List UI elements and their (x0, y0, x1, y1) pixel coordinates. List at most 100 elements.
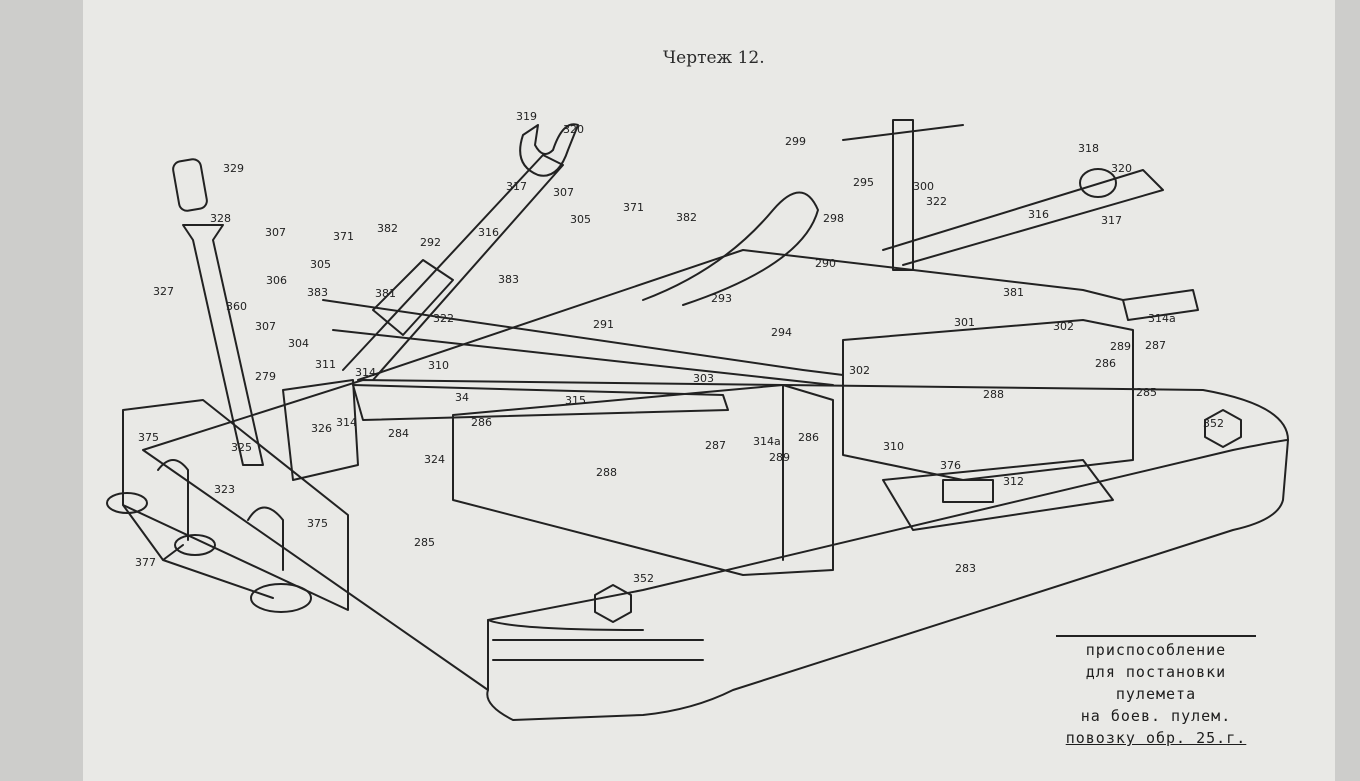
callout-label: 317 (1101, 214, 1122, 227)
callout-label: 318 (1078, 142, 1099, 155)
side-frame-323 (122, 399, 349, 611)
nut-352-right (1204, 409, 1242, 448)
callout-label: 323 (214, 483, 235, 496)
callout-label: 306 (266, 274, 287, 287)
arm-316-right (882, 169, 1164, 266)
callout-label: 307 (553, 186, 574, 199)
callout-label: 305 (570, 213, 591, 226)
callout-label: 312 (1003, 475, 1024, 488)
callout-label: 382 (676, 211, 697, 224)
base-plate-front-edge (487, 439, 1289, 691)
callout-label: 287 (705, 439, 726, 452)
callout-label: 383 (498, 273, 519, 286)
callout-label: 317 (506, 180, 527, 193)
callout-label: 292 (420, 236, 441, 249)
arm-316-left (342, 154, 564, 381)
callout-label: 286 (471, 416, 492, 429)
caption-line-3: пулемета (1115, 685, 1197, 703)
hook-319 (519, 123, 579, 177)
callout-label: 322 (926, 195, 947, 208)
callout-label: 286 (798, 431, 819, 444)
callout-label: 328 (210, 212, 231, 225)
callout-label: 284 (388, 427, 409, 440)
plate-312 (882, 459, 1114, 531)
callout-label: 320 (1111, 162, 1132, 175)
callout-label: 314 (355, 366, 376, 379)
callout-label: 303 (693, 372, 714, 385)
callout-label: 310 (428, 359, 449, 372)
callout-label: 371 (623, 201, 644, 214)
callout-label: 311 (315, 358, 336, 371)
callout-label: 375 (138, 431, 159, 444)
callout-label: 352 (1203, 417, 1224, 430)
callout-label: 304 (288, 337, 309, 350)
tube-314a (1122, 289, 1199, 321)
callout-label: 287 (1145, 339, 1166, 352)
callout-label: 327 (153, 285, 174, 298)
caption-line-2: для постановки (1085, 663, 1227, 681)
callout-label: 301 (954, 316, 975, 329)
drawing-title: Чертеж 12. (663, 48, 765, 68)
nut-377 (106, 492, 312, 613)
box-288-right (842, 319, 1134, 481)
callout-label: 288 (983, 388, 1004, 401)
callout-label: 314a (753, 435, 781, 448)
callout-label: 322 (433, 312, 454, 325)
callout-label: 293 (711, 292, 732, 305)
callout-label: 325 (231, 441, 252, 454)
callout-label: 289 (769, 451, 790, 464)
callout-label: 285 (1136, 386, 1157, 399)
knob-329 (172, 158, 208, 212)
callout-label: 326 (311, 422, 332, 435)
callout-label: 283 (955, 562, 976, 575)
callout-label: 302 (1053, 320, 1074, 333)
rod-315 (352, 384, 729, 421)
arc-298 (642, 191, 819, 306)
callout-label: 288 (596, 466, 617, 479)
callout-label: 294 (771, 326, 792, 339)
callout-label: 316 (478, 226, 499, 239)
callout-label: 381 (375, 287, 396, 300)
callout-label: 299 (785, 135, 806, 148)
callout-label: 375 (307, 517, 328, 530)
callout-label: 302 (849, 364, 870, 377)
bracket-326 (282, 379, 359, 481)
nut-352 (594, 584, 632, 623)
callout-label: 360 (226, 300, 247, 313)
drawing-caption: приспособление для постановки пулемета н… (1056, 635, 1256, 749)
callout-label: 307 (265, 226, 286, 239)
callout-label: 298 (823, 212, 844, 225)
callout-label: 295 (853, 176, 874, 189)
callout-label: 314a (1148, 312, 1176, 325)
callout-label: 34 (455, 391, 469, 404)
caption-line-1: приспособление (1056, 635, 1256, 661)
callout-label: 324 (424, 453, 445, 466)
callout-label: 320 (563, 123, 584, 136)
callout-label: 279 (255, 370, 276, 383)
callout-label: 305 (310, 258, 331, 271)
caption-line-4: на боев. пулем. (1080, 707, 1232, 725)
callout-label: 300 (913, 180, 934, 193)
callout-label: 377 (135, 556, 156, 569)
caption-line-5: повозку обр. 25.г. (1065, 729, 1247, 747)
callout-label: 289 (1110, 340, 1131, 353)
callout-label: 383 (307, 286, 328, 299)
callout-label: 285 (414, 536, 435, 549)
callout-label: 352 (633, 572, 654, 585)
callout-label: 315 (565, 394, 586, 407)
callout-label: 376 (940, 459, 961, 472)
callout-label: 319 (516, 110, 537, 123)
column-300 (892, 119, 914, 271)
callout-label: 382 (377, 222, 398, 235)
callout-label: 307 (255, 320, 276, 333)
callout-label: 291 (593, 318, 614, 331)
callout-label: 316 (1028, 208, 1049, 221)
box-288 (452, 384, 834, 576)
callout-label: 310 (883, 440, 904, 453)
callout-label: 381 (1003, 286, 1024, 299)
lever-327 (182, 224, 264, 466)
callout-label: 329 (223, 162, 244, 175)
